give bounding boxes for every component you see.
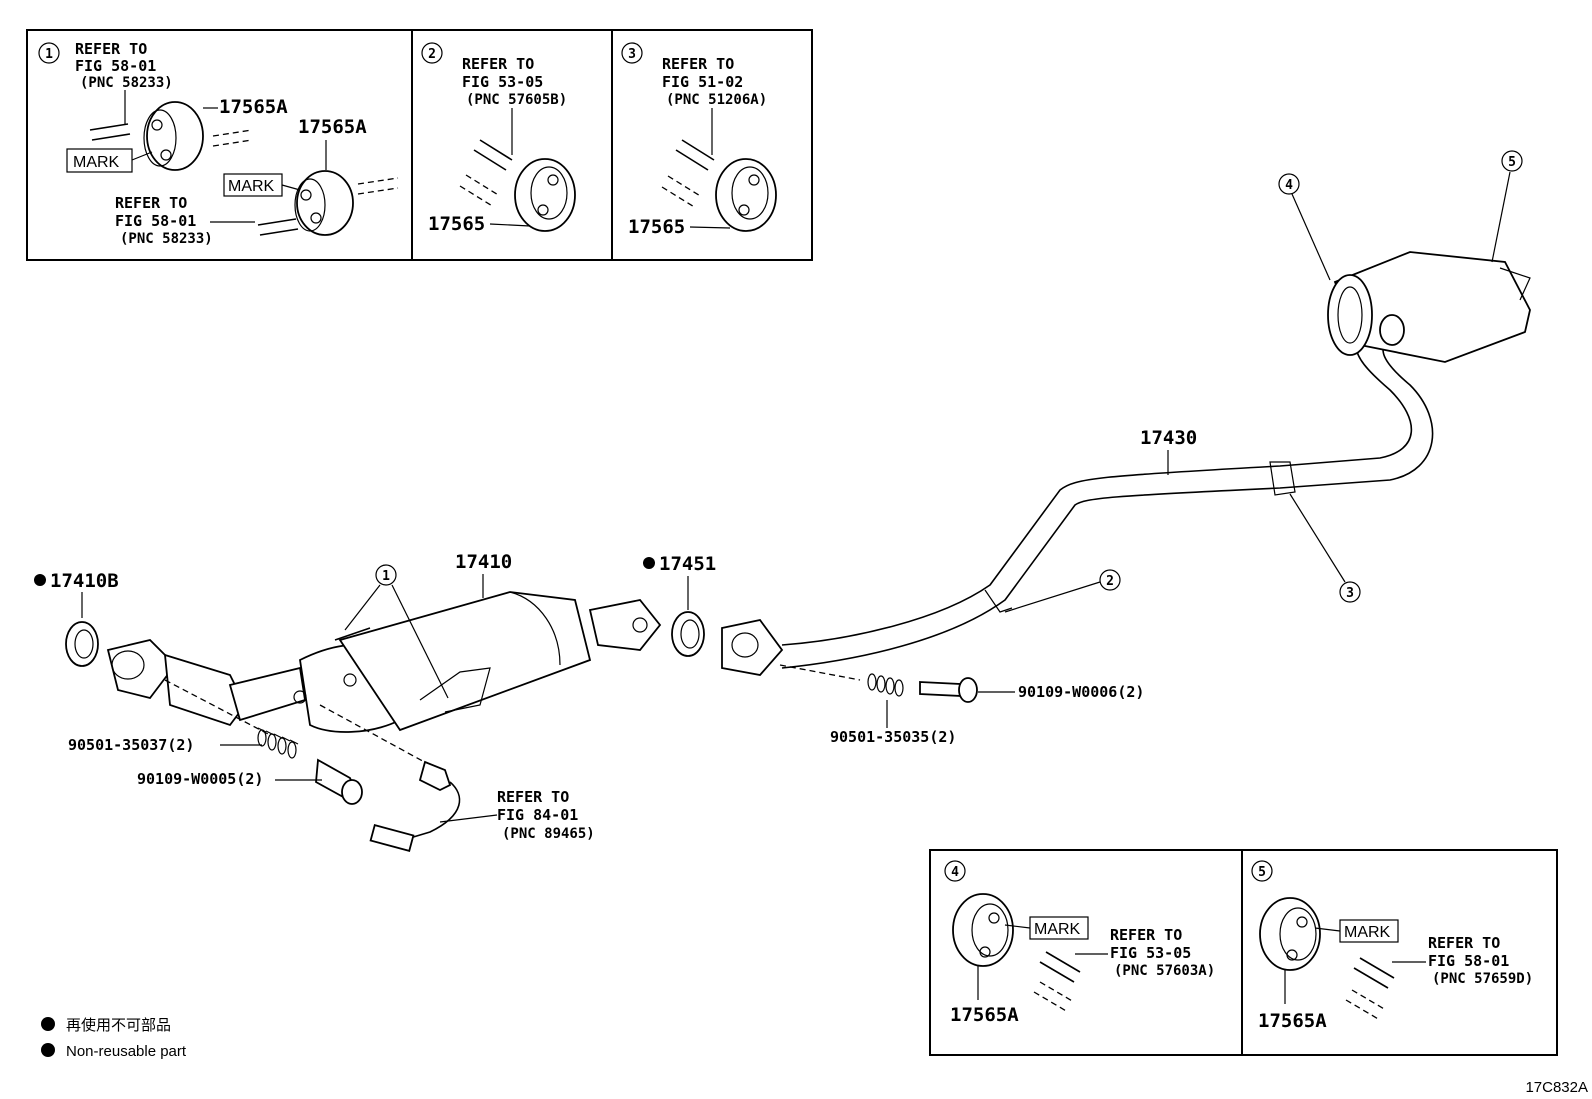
hanger-17565a-inset5	[1259, 897, 1321, 971]
legend-dot-jp	[41, 1017, 55, 1031]
fasteners-left: 90501-35037(2) 90109-W0005(2)	[68, 679, 431, 805]
label-17410b: 17410B	[50, 570, 119, 592]
label-17451: 17451	[659, 553, 716, 575]
sensor-refer-line3: (PNC 89465)	[502, 826, 595, 842]
inset-1-part-b: 17565A	[298, 116, 367, 138]
inset-5-mark: MARK	[1344, 924, 1391, 941]
catalytic-converter-17410: 17410 1	[106, 551, 662, 733]
muffler: 4 5	[1278, 150, 1531, 363]
inset-3-number: 3	[628, 47, 636, 62]
inset-panel-4: 4 MARK REFER TO FIG 53-05 (PNC 57603A) 1…	[929, 849, 1243, 1056]
inset-1-refer-b-line2: FIG 58-01	[115, 212, 196, 230]
callout-1: 1	[382, 569, 390, 584]
inset-1-refer-b-line1: REFER TO	[115, 194, 187, 212]
callout-5: 5	[1508, 155, 1516, 170]
sensor-refer-line2: FIG 84-01	[497, 806, 578, 824]
inset-1-refer-line1: REFER TO	[75, 40, 147, 58]
label-bolt-left: 90109-W0005(2)	[137, 770, 263, 788]
legend-jp: 再使用不可部品	[66, 1017, 171, 1034]
inset-4-mark: MARK	[1034, 921, 1081, 938]
inset-5-refer-line1: REFER TO	[1428, 934, 1500, 952]
inset-5-number: 5	[1258, 865, 1266, 880]
legend-dot-en	[41, 1043, 55, 1057]
hanger-17565-inset2	[514, 158, 576, 232]
inset-5-refer-line2: FIG 58-01	[1428, 952, 1509, 970]
label-nut-left: 90501-35037(2)	[68, 736, 194, 754]
inset-3-refer-line1: REFER TO	[662, 55, 734, 73]
inset-5-part: 17565A	[1258, 1010, 1327, 1032]
hanger-17565a-a	[146, 101, 204, 171]
inset-4-number: 4	[951, 865, 959, 880]
inset-5-refer-line3: (PNC 57659D)	[1432, 971, 1533, 987]
inset-1-mark-a: MARK	[73, 154, 120, 171]
inset-4-refer-line3: (PNC 57603A)	[1114, 963, 1215, 979]
inset-1-number: 1	[45, 47, 53, 62]
callout-4: 4	[1285, 178, 1293, 193]
diagram-id: 17C832A	[1525, 1079, 1588, 1096]
legend-en: Non-reusable part	[66, 1043, 187, 1060]
label-bolt-right: 90109-W0006(2)	[1018, 683, 1144, 701]
inset-3-refer-line2: FIG 51-02	[662, 73, 743, 91]
callout-2: 2	[1106, 574, 1114, 589]
label-17410: 17410	[455, 551, 512, 573]
inset-panel-2: 2 REFER TO FIG 53-05 (PNC 57605B) 17565	[411, 29, 613, 261]
label-nut-right: 90501-35035(2)	[830, 728, 956, 746]
sensor-refer-line1: REFER TO	[497, 788, 569, 806]
inset-4-refer-line2: FIG 53-05	[1110, 944, 1191, 962]
legend: 再使用不可部品 Non-reusable part	[41, 1017, 187, 1060]
gasket-17451: 17451	[643, 553, 716, 657]
inset-2-refer-line3: (PNC 57605B)	[466, 92, 567, 108]
inset-1-refer-line3: (PNC 58233)	[80, 75, 173, 91]
inset-2-part: 17565	[428, 213, 485, 235]
inset-4-refer-line1: REFER TO	[1110, 926, 1182, 944]
inset-1-part-a: 17565A	[219, 96, 288, 118]
hanger-17565-inset3	[715, 158, 777, 232]
inset-panel-5: 5 MARK REFER TO FIG 58-01 (PNC 57659D) 1…	[1241, 849, 1558, 1056]
hanger-17565a-inset4	[952, 893, 1014, 967]
oxygen-sensor: REFER TO FIG 84-01 (PNC 89465)	[369, 760, 595, 853]
inset-panel-1: 1 REFER TO FIG 58-01 (PNC 58233) 17565A …	[26, 29, 413, 261]
label-17430: 17430	[1140, 427, 1197, 449]
inset-3-refer-line3: (PNC 51206A)	[666, 92, 767, 108]
inset-2-number: 2	[428, 47, 436, 62]
callout-3: 3	[1346, 586, 1354, 601]
fasteners-right: 90109-W0006(2) 90501-35035(2)	[779, 664, 1144, 746]
inset-2-refer-line1: REFER TO	[462, 55, 534, 73]
inset-1-mark-b: MARK	[228, 178, 275, 195]
inset-panel-3: 3 REFER TO FIG 51-02 (PNC 51206A) 17565	[611, 29, 813, 261]
inset-1-refer-b-line3: (PNC 58233)	[120, 231, 213, 247]
inset-4-part: 17565A	[950, 1004, 1019, 1026]
tailpipe-17430: 17430 2 3	[721, 319, 1434, 676]
inset-1-refer-line2: FIG 58-01	[75, 57, 156, 75]
inset-3-part: 17565	[628, 216, 685, 238]
gasket-17410b: 17410B	[34, 570, 119, 667]
inset-2-refer-line2: FIG 53-05	[462, 73, 543, 91]
